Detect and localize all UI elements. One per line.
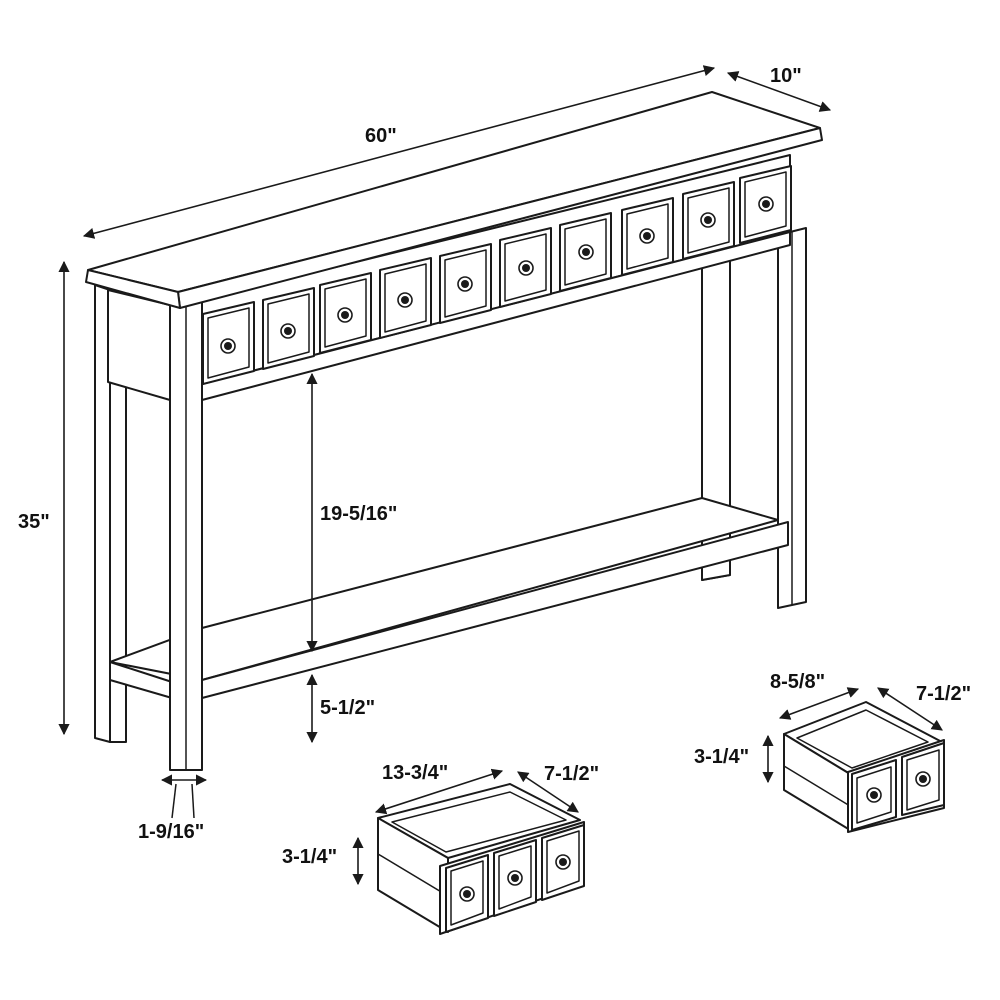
large-drawer-depth-label: 7-1/2" bbox=[544, 763, 599, 785]
leg-width-label: 1-9/16" bbox=[138, 821, 204, 843]
large-drawer-panel-1 bbox=[445, 854, 489, 933]
large-drawer-height-label: 3-1/4" bbox=[282, 846, 337, 868]
large-drawer-depth-line bbox=[517, 771, 579, 813]
large-drawer-detail bbox=[352, 768, 585, 935]
drawer-1[interactable] bbox=[202, 301, 255, 385]
drawer-5[interactable] bbox=[439, 243, 492, 324]
small-drawer-depth-label: 7-1/2" bbox=[916, 683, 971, 705]
large-drawer-width-line bbox=[374, 768, 504, 815]
table-top-side-edge bbox=[85, 269, 181, 309]
table-height-label: 35" bbox=[18, 511, 50, 533]
depth-dimension-line bbox=[726, 71, 832, 112]
width-dimension-line bbox=[82, 65, 716, 239]
small-drawer-detail bbox=[762, 687, 945, 833]
small-drawer-panel-1 bbox=[851, 759, 897, 831]
drawer-6[interactable] bbox=[499, 227, 552, 308]
table-depth-label: 10" bbox=[770, 65, 802, 87]
bottom-shelf-top bbox=[109, 497, 779, 681]
drawer-3[interactable] bbox=[319, 272, 372, 354]
large-drawer-panel-2 bbox=[493, 839, 537, 917]
drawer-8[interactable] bbox=[621, 197, 674, 276]
dimension-labels: 60" 10" 35" 19-5/16" 5-1/2" 1-9/16" 13-3… bbox=[18, 65, 971, 868]
shelf-height-label: 5-1/2" bbox=[320, 697, 375, 719]
drawer-2[interactable] bbox=[262, 287, 315, 370]
small-drawer-depth-line bbox=[877, 687, 943, 731]
drawer-4[interactable] bbox=[379, 257, 432, 339]
drawer-9[interactable] bbox=[682, 181, 735, 260]
drawer-7[interactable] bbox=[559, 212, 612, 292]
small-drawer-height-label: 3-1/4" bbox=[694, 746, 749, 768]
small-drawer-panel-2 bbox=[901, 742, 945, 816]
drawer-row bbox=[202, 165, 792, 385]
left-side-apron bbox=[107, 289, 171, 401]
left-side-leg bbox=[109, 381, 127, 743]
console-table bbox=[85, 91, 823, 771]
table-width-label: 60" bbox=[365, 125, 397, 147]
small-drawer-width-line bbox=[778, 687, 860, 720]
small-drawer-width-label: 8-5/8" bbox=[770, 671, 825, 693]
drawer-10[interactable] bbox=[739, 165, 792, 244]
large-drawer-width-label: 13-3/4" bbox=[382, 762, 448, 784]
shelf-clearance-label: 19-5/16" bbox=[320, 503, 397, 525]
large-drawer-panel-3 bbox=[541, 824, 585, 901]
dimension-lines bbox=[58, 65, 832, 819]
